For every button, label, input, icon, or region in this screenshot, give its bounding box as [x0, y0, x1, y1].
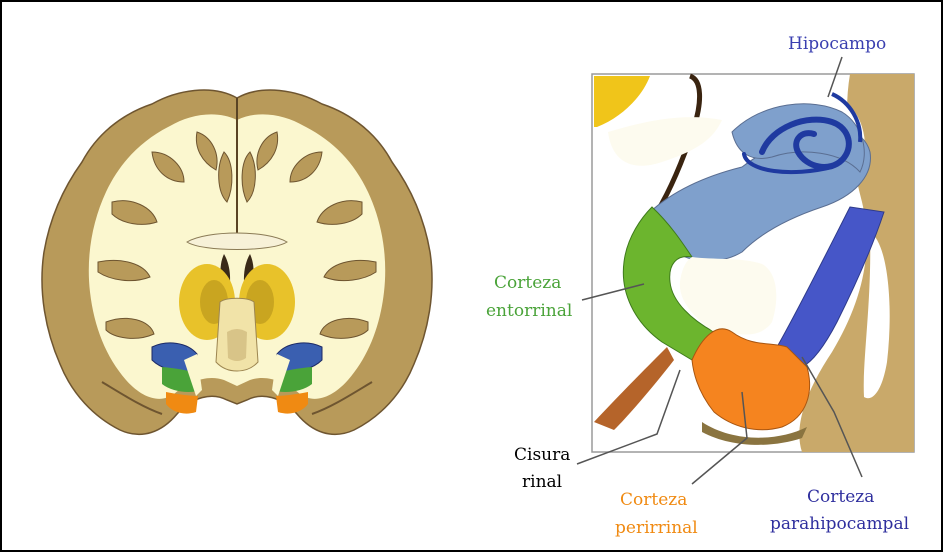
label-cisura-rinal-2: rinal — [522, 472, 562, 492]
label-corteza-perirrinal-1: Corteza — [620, 490, 687, 510]
label-corteza-entorrinal-2: entorrinal — [486, 301, 572, 321]
hippocampal-detail — [577, 57, 914, 484]
label-hipocampo: Hipocampo — [788, 34, 886, 54]
label-corteza-perirrinal-2: perirrinal — [615, 518, 698, 538]
label-corteza-entorrinal-1: Corteza — [494, 273, 561, 293]
label-corteza-parahipocampal-1: Corteza — [807, 487, 874, 507]
label-corteza-parahipocampal-2: parahipocampal — [770, 514, 909, 534]
label-cisura-rinal-1: Cisura — [514, 445, 570, 465]
coronal-brain-section — [42, 90, 432, 434]
